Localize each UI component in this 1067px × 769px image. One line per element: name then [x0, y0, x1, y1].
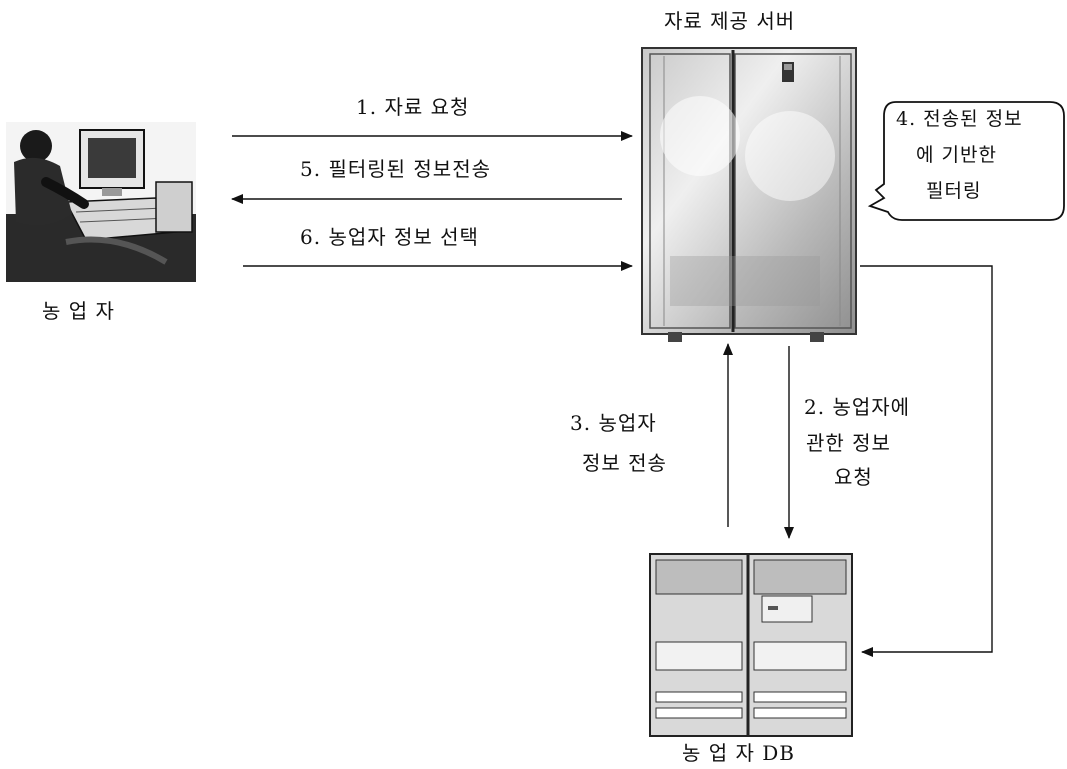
arrow-server-loop-db: [860, 266, 992, 652]
step3-label-line1: 3. 농업자: [570, 410, 657, 436]
bubble-line1: 4. 전송된 정보: [896, 104, 1023, 134]
server-icon: [640, 46, 860, 346]
step3-label-line2: 정보 전송: [582, 450, 667, 476]
step5-label: 5. 필터링된 정보전송: [300, 156, 491, 182]
farmer-at-computer-icon: [6, 122, 196, 282]
db-label: 농 업 자 DB: [682, 740, 795, 766]
server-title: 자료 제공 서버: [664, 8, 795, 34]
step2-label-line1: 2. 농업자에: [804, 394, 910, 420]
database-server-icon: [648, 552, 854, 738]
server-image: [640, 46, 860, 346]
bubble-line2: 에 기반한: [916, 140, 997, 170]
farmer-image: [6, 122, 196, 282]
step2-label-line2: 관한 정보: [806, 430, 891, 456]
step6-label: 6. 농업자 정보 선택: [300, 224, 479, 250]
db-image: [648, 552, 854, 738]
step2-label-line3: 요청: [834, 464, 873, 490]
bubble-line3: 필터링: [926, 176, 981, 206]
step1-label: 1. 자료 요청: [356, 94, 469, 120]
farmer-label: 농 업 자: [42, 298, 115, 324]
